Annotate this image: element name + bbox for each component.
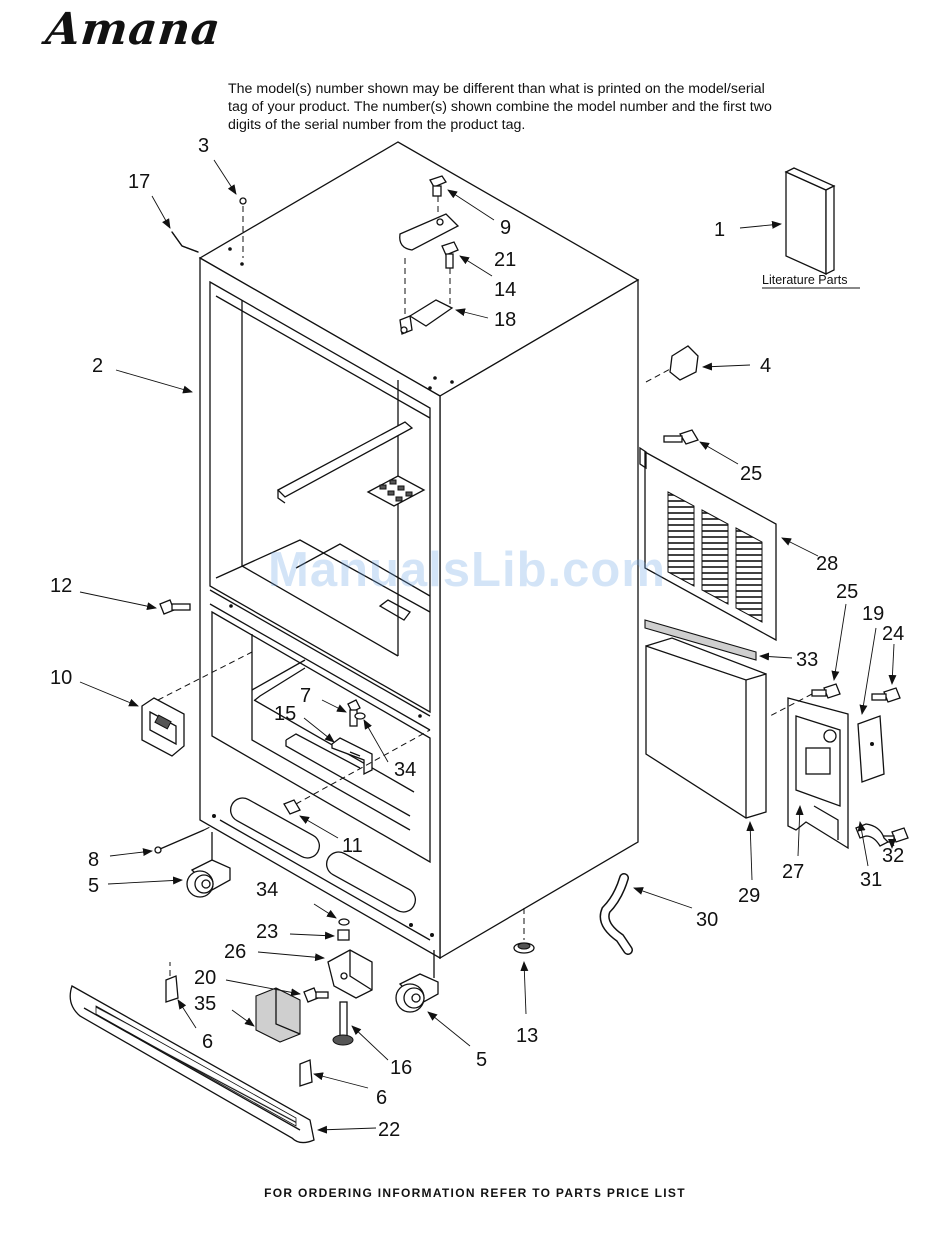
- callout-8: 8: [88, 849, 99, 871]
- cover-4: [645, 345, 699, 383]
- watermark: ManualsLib.com: [268, 543, 666, 597]
- callout-labels: 1 2 3 4 5 5 6 6 7 8 9 10 11 12 13 14 15 …: [50, 135, 904, 1141]
- callout-27: 27: [782, 861, 804, 883]
- callout-13: 13: [516, 1025, 538, 1047]
- bracket-35: [255, 987, 301, 1043]
- plate-19: [857, 715, 885, 783]
- callout-29: 29: [738, 885, 760, 907]
- literature-parts-label: Literature Parts: [762, 273, 847, 287]
- callout-7: 7: [300, 685, 311, 707]
- bracket-26: [327, 949, 373, 999]
- callout-24: 24: [882, 623, 904, 645]
- hose-30: [599, 873, 633, 955]
- callout-14: 14: [494, 279, 516, 301]
- hinge-cover-21: [399, 213, 460, 251]
- callout-15: 15: [274, 703, 296, 725]
- screw-25-upper: [663, 429, 699, 445]
- callout-2: 2: [92, 355, 103, 377]
- callout-18: 18: [494, 309, 516, 331]
- washer-34-upper: [354, 712, 366, 720]
- callout-31: 31: [860, 869, 882, 891]
- callout-25-upper: 25: [740, 463, 762, 485]
- callout-34-lower: 34: [256, 879, 278, 901]
- screw-3: [239, 197, 247, 258]
- callout-28: 28: [816, 553, 838, 575]
- callout-11: 11: [342, 835, 363, 857]
- callout-5-left: 5: [88, 875, 99, 897]
- callout-34-upper: 34: [394, 759, 416, 781]
- cabinet: [198, 141, 640, 960]
- screw-8: [154, 825, 213, 854]
- callout-16: 16: [390, 1057, 412, 1079]
- callout-25-lower: 25: [836, 581, 858, 603]
- callout-5-right: 5: [476, 1049, 487, 1071]
- screw-20: [303, 987, 329, 1003]
- screw-11: [283, 729, 431, 815]
- washer-34-lower: [338, 918, 350, 926]
- callout-33: 33: [796, 649, 818, 671]
- callout-35: 35: [194, 993, 216, 1015]
- callout-10: 10: [50, 667, 72, 689]
- tube-17: [171, 231, 199, 253]
- strip-33: [644, 619, 757, 661]
- clip-6-left: [165, 962, 179, 1003]
- callout-6-left: 6: [202, 1031, 213, 1053]
- screw-12: [159, 599, 191, 615]
- callout-30: 30: [696, 909, 718, 931]
- leader-arrows: [79, 159, 897, 1134]
- ordering-footer: FOR ORDERING INFORMATION REFER TO PARTS …: [264, 1186, 686, 1200]
- toe-grille-22: [69, 985, 315, 1144]
- clip-6-right: [299, 1059, 313, 1087]
- callout-21: 21: [494, 249, 516, 271]
- callout-32: 32: [882, 845, 904, 867]
- callout-17: 17: [128, 171, 150, 193]
- callout-23: 23: [256, 921, 278, 943]
- callout-1: 1: [714, 219, 725, 241]
- screw-24: [871, 687, 901, 703]
- leg-16: [332, 1001, 354, 1046]
- callout-6-right: 6: [376, 1087, 387, 1109]
- caster-5-left: [186, 832, 231, 898]
- bracket-27: [787, 697, 849, 850]
- vent-panel-28: [639, 446, 777, 642]
- bracket-15: [331, 737, 373, 776]
- callout-3: 3: [198, 135, 209, 157]
- screw-25-lower: [769, 683, 841, 717]
- hinge-18: [399, 258, 454, 335]
- model-number-note: The model(s) number shown may be differe…: [228, 81, 772, 133]
- screw-9: [429, 175, 447, 214]
- literature-booklet: [784, 167, 836, 276]
- callout-22: 22: [378, 1119, 400, 1141]
- callout-4: 4: [760, 355, 771, 377]
- foot-13: [513, 908, 535, 954]
- callout-19: 19: [862, 603, 884, 625]
- callout-26: 26: [224, 941, 246, 963]
- panel-29: [645, 637, 767, 819]
- nut-23: [337, 929, 350, 941]
- callout-9: 9: [500, 217, 511, 239]
- caster-5-right: [395, 950, 439, 1013]
- control-10: [141, 651, 253, 757]
- callout-12: 12: [50, 575, 72, 597]
- callout-20: 20: [194, 967, 216, 989]
